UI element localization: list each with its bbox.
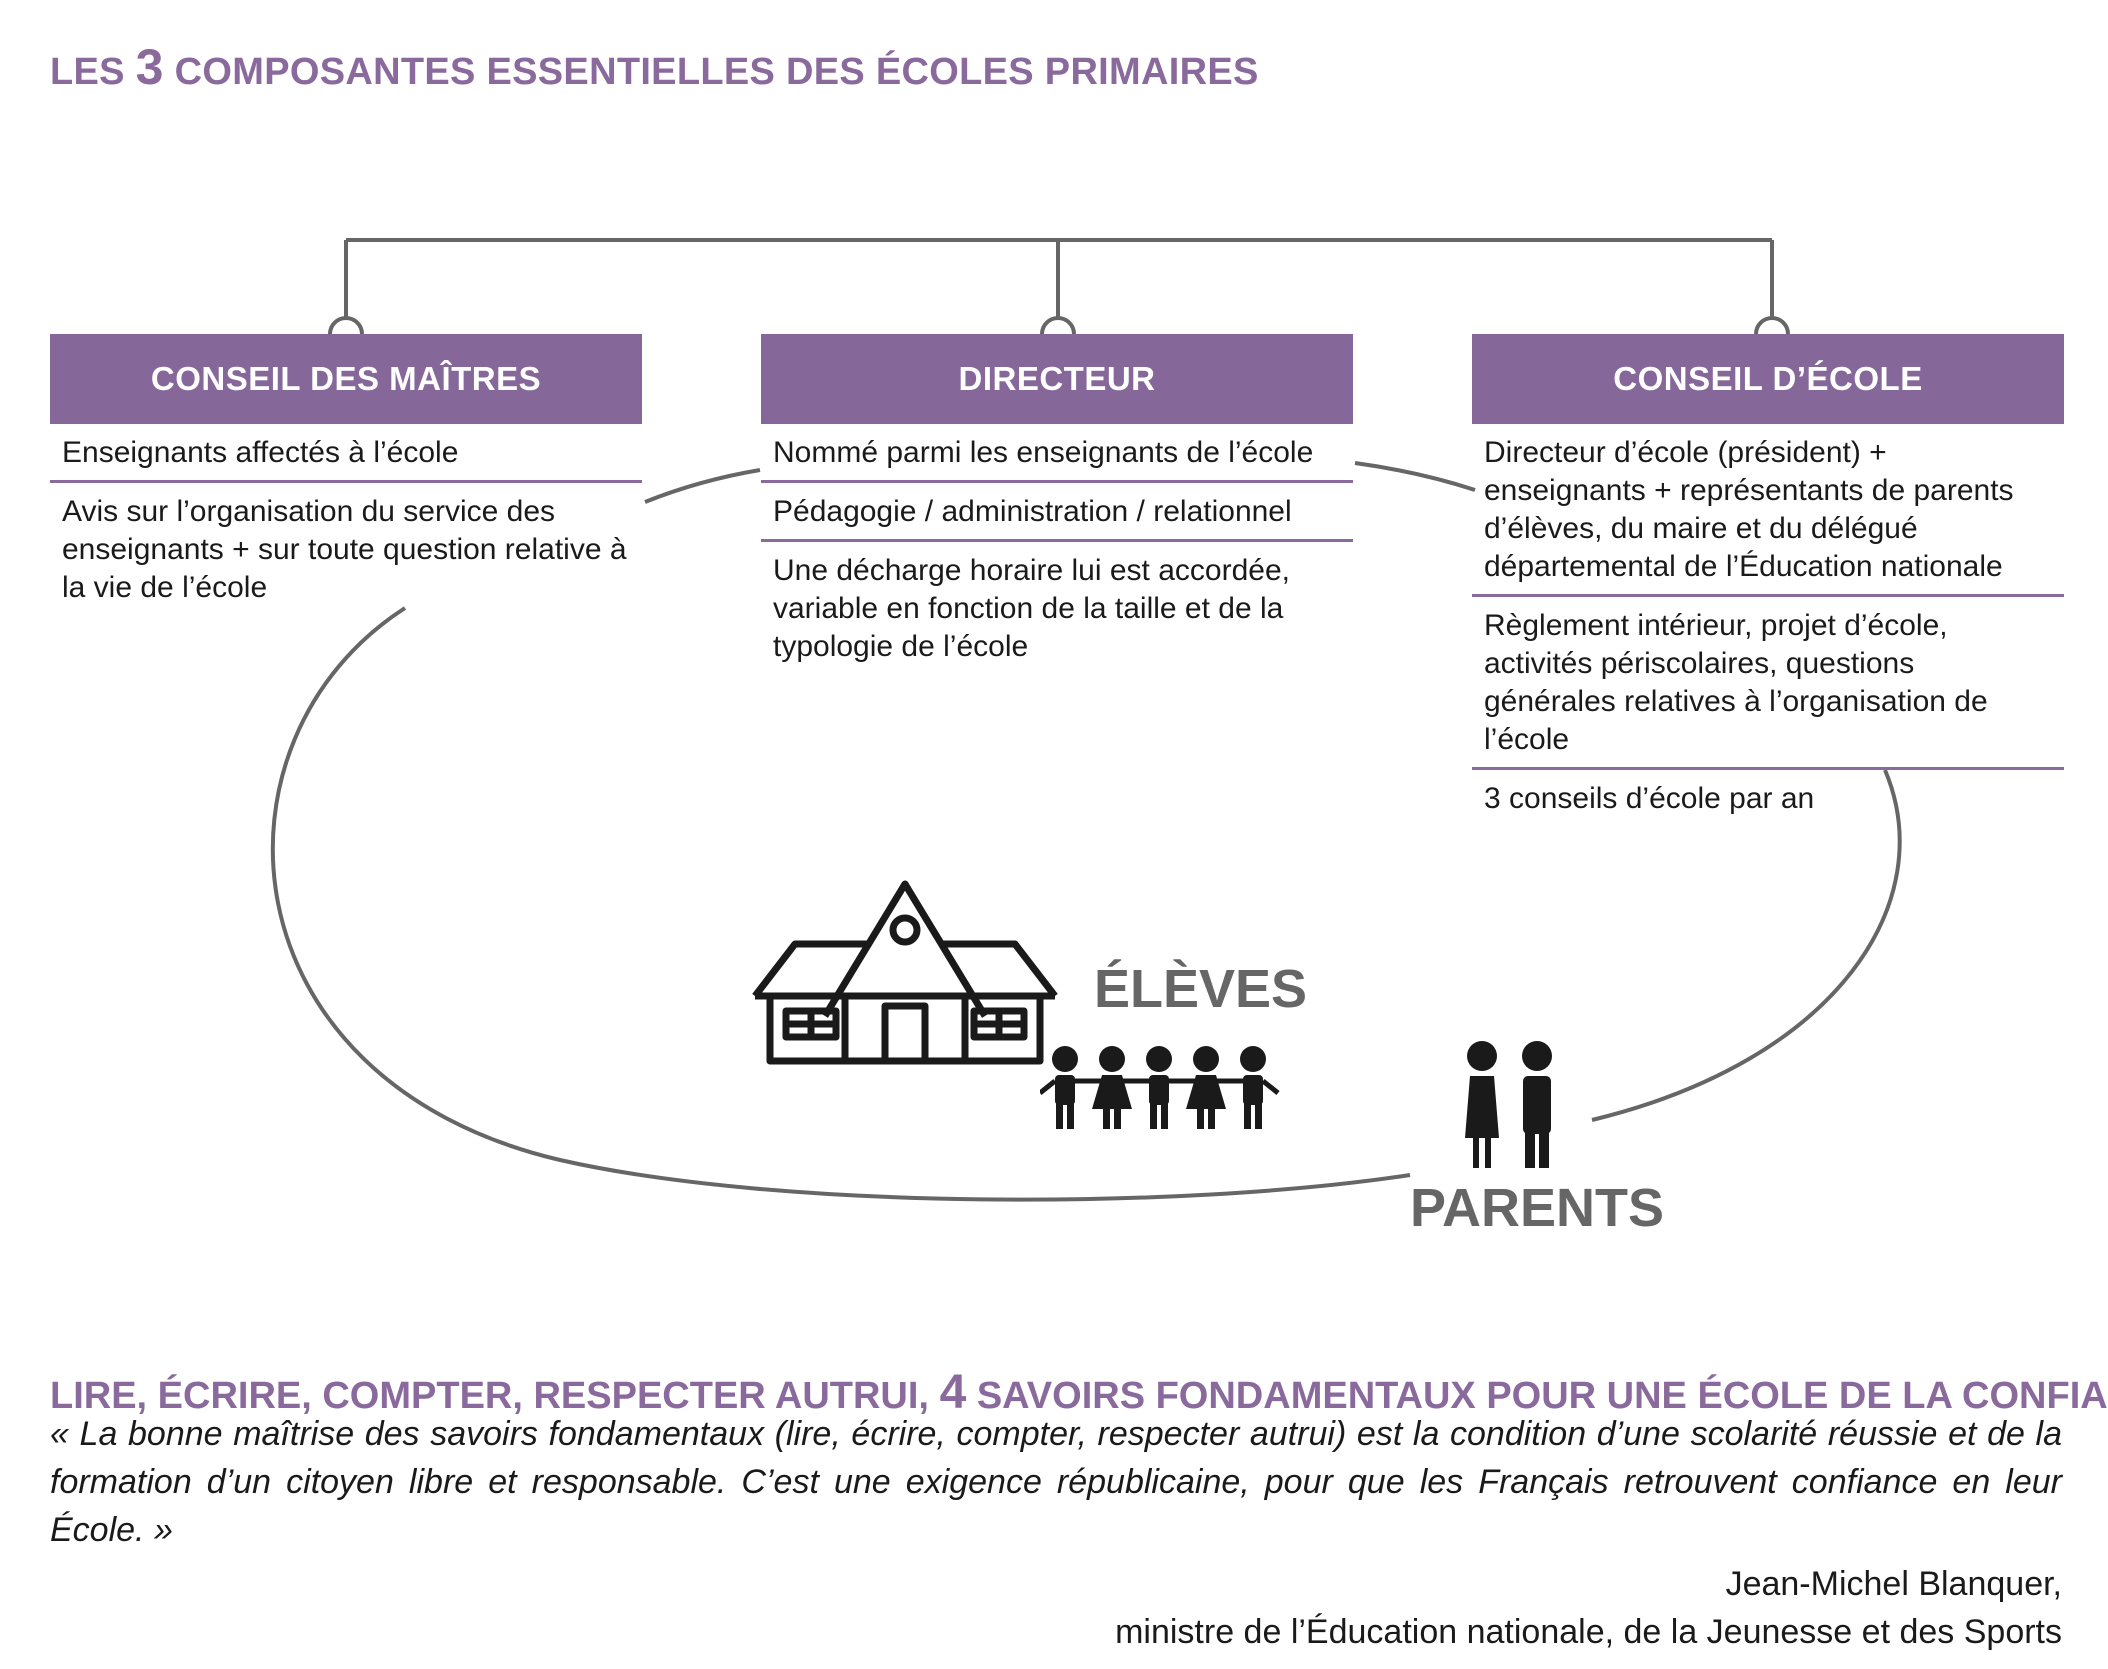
section-subtitle: LIRE, ÉCRIRE, COMPTER, RESPECTER AUTRUI,… [50,1365,2108,1420]
box-row: Enseignants affectés à l’école [50,424,642,483]
ellipse-right-arc [1591,769,1902,1122]
link-center-right [1354,461,1476,492]
box-row: Règlement intérieur, projet d’école, act… [1472,597,2064,770]
parents-couple-icon [1465,1041,1552,1168]
subtitle-prefix: LIRE, ÉCRIRE, COMPTER, RESPECTER AUTRUI, [50,1375,940,1417]
eleves-label: ÉLÈVES [1094,959,1308,1019]
box-conseil-des-maitres: CONSEIL DES MAÎTRES Enseignants affectés… [50,334,642,615]
author-name: Jean-Michel Blanquer, [1725,1565,2062,1603]
box-row: 3 conseils d’école par an [1484,782,1815,815]
ellipse-left-arc [270,606,1411,1202]
title-suffix: COMPOSANTES ESSENTIELLES DES ÉCOLES PRIM… [163,51,1259,93]
box-heading: DIRECTEUR [761,334,1353,424]
box-row: Une décharge horaire lui est accordée, v… [773,554,1290,663]
author-role: ministre de l’Éducation nationale, de la… [1115,1613,2062,1651]
quote-text: « La bonne maîtrise des savoirs fondamen… [50,1415,2062,1549]
subtitle-number: 4 [939,1366,967,1419]
school-building-icon [752,880,1058,1065]
box-row: Nommé parmi les enseignants de l’école [761,424,1353,483]
box-row: Avis sur l’organisation du service des e… [62,495,627,604]
box-directeur: DIRECTEUR Nommé parmi les enseignants de… [761,334,1353,674]
box-heading: CONSEIL DES MAÎTRES [50,334,642,424]
box-conseil-d-ecole: CONSEIL D’ÉCOLE Directeur d’école (prési… [1472,334,2064,826]
link-left-center [644,468,761,504]
box-heading: CONSEIL D’ÉCOLE [1472,334,2064,424]
subtitle-suffix: SAVOIRS FONDAMENTAUX POUR UNE ÉCOLE DE L… [966,1375,2108,1417]
page-title: LES 3 COMPOSANTES ESSENTIELLES DES ÉCOLE… [50,38,1259,96]
box-row: Pédagogie / administration / relationnel [761,483,1353,542]
parents-label: PARENTS [1410,1178,1665,1238]
children-group-icon [1040,1046,1280,1129]
title-number: 3 [135,39,164,95]
box-row: Directeur d’école (président) + enseigna… [1472,424,2064,597]
title-prefix: LES [50,51,136,93]
quote-author: Jean-Michel Blanquer, ministre de l’Éduc… [1115,1560,2062,1656]
